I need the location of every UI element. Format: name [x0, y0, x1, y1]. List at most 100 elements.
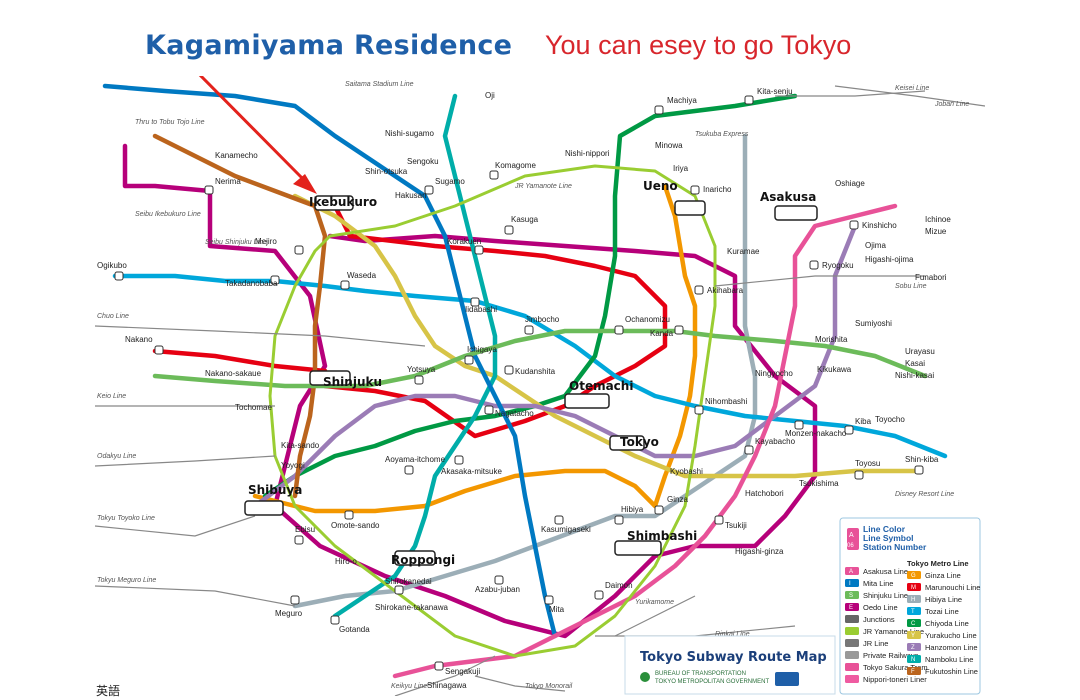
station-marker-kayabacho[interactable]	[744, 445, 754, 455]
station-box-tokyo[interactable]	[609, 435, 645, 451]
station-box-ueno[interactable]	[674, 200, 706, 216]
label-shin-kiba: Shin-kiba	[905, 455, 939, 464]
label-urayasu: Urayasu	[905, 347, 935, 356]
station-marker-ginza[interactable]	[654, 505, 664, 515]
label-omotesando: Omote-sando	[331, 521, 380, 530]
station-marker-hibiya[interactable]	[614, 515, 624, 525]
station-marker-omotesando[interactable]	[344, 510, 354, 520]
legend-label: Hanzomon Line	[925, 643, 978, 652]
station-marker-ochanomizu[interactable]	[614, 325, 624, 335]
tokyo-gov-emblem-icon	[640, 672, 650, 682]
residence-marker-arrow	[198, 76, 317, 194]
station-marker-akasaka-mitsuke[interactable]	[454, 455, 464, 465]
label-nakano: Nakano	[125, 335, 153, 344]
thru-seibu-ikebukuro: Seibu Ikebukuro Line	[135, 211, 201, 218]
station-box-asakusa[interactable]	[774, 205, 818, 221]
station-marker-kanda[interactable]	[674, 325, 684, 335]
station-marker-jimbocho[interactable]	[524, 325, 534, 335]
station-marker-shin-kiba[interactable]	[914, 465, 924, 475]
station-marker-aoyama-itchome[interactable]	[404, 465, 414, 475]
station-marker-machiya[interactable]	[654, 105, 664, 115]
major-station-labels: Ikebukuro Shinjuku Shibuya Roppongi Shim…	[248, 179, 816, 567]
station-marker-kudanshita[interactable]	[504, 365, 514, 375]
station-marker-mita[interactable]	[544, 595, 554, 605]
station-box-ikebukuro[interactable]	[314, 195, 354, 211]
subway-route-map[interactable]: Ikebukuro Shinjuku Shibuya Roppongi Shim…	[95, 76, 985, 696]
label-kikukawa: Kikukawa	[817, 365, 852, 374]
station-marker-ichigaya[interactable]	[464, 355, 474, 365]
station-marker-ogikubo[interactable]	[114, 271, 124, 281]
station-box-shibuya[interactable]	[244, 500, 284, 516]
station-marker-toyosu[interactable]	[854, 470, 864, 480]
label-higashi-ginza: Higashi-ginza	[735, 547, 784, 556]
station-marker-komagome[interactable]	[489, 170, 499, 180]
station-labels: Mejiro Takadanobaba Waseda Iidabashi Kor…	[97, 87, 951, 690]
station-marker-azabu-juban[interactable]	[494, 575, 504, 585]
station-marker-waseda[interactable]	[340, 280, 350, 290]
label-kyobashi: Kyobashi	[670, 467, 703, 476]
station-marker-daimon[interactable]	[594, 590, 604, 600]
line-tozai	[112, 273, 948, 459]
station-marker-takadanobaba[interactable]	[270, 275, 280, 285]
station-marker-mejiro[interactable]	[294, 245, 304, 255]
label-nishi-sugamo: Nishi-sugamo	[385, 129, 434, 138]
legend-code: T	[911, 609, 915, 615]
language-label: 英語	[96, 684, 121, 698]
station-marker-akihabara[interactable]	[694, 285, 704, 295]
line-yurikamome	[614, 595, 696, 637]
station-marker-nerima[interactable]	[204, 185, 214, 195]
station-box-shimbashi[interactable]	[614, 540, 662, 556]
line-yurakucho	[292, 193, 918, 479]
thru-keio: Keio Line	[97, 393, 126, 400]
station-marker-shirokane-takanawa[interactable]	[394, 585, 404, 595]
station-marker-korakuen[interactable]	[474, 245, 484, 255]
label-kuramae: Kuramae	[727, 247, 760, 256]
legend-code: G	[911, 573, 916, 579]
legend-swatch	[845, 663, 859, 671]
station-box-otemachi[interactable]	[564, 393, 610, 409]
station-marker-kita-senju[interactable]	[744, 95, 754, 105]
label-iriya: Iriya	[673, 164, 689, 173]
station-marker-yotsuya[interactable]	[414, 375, 424, 385]
thru-tobu-tojo: Thru to Tobu Tojo Line	[135, 119, 205, 126]
station-marker-nakano[interactable]	[154, 345, 164, 355]
station-marker-kasumigaseki[interactable]	[554, 515, 564, 525]
thru-tsukuba-express: Tsukuba Express	[695, 131, 749, 138]
station-marker-ryogoku[interactable]	[809, 260, 819, 270]
station-marker-nagatacho[interactable]	[484, 405, 494, 415]
station-marker-sengakuji[interactable]	[434, 661, 444, 671]
station-marker-sugamo[interactable]	[424, 185, 434, 195]
station-marker-nihombashi[interactable]	[694, 405, 704, 415]
legend-head-number: Station Number	[863, 542, 927, 552]
legend-head-symbol: Line Symbol	[863, 533, 914, 543]
station-marker-monzen-nakacho[interactable]	[794, 420, 804, 430]
legend-swatch	[845, 675, 859, 683]
label-oji: Oji	[485, 91, 495, 100]
line-ginza	[252, 183, 698, 514]
legend-swatch	[907, 583, 921, 591]
legend-sample-code: A	[849, 532, 854, 539]
station-box-shinjuku[interactable]	[309, 370, 351, 386]
station-marker-iidabashi[interactable]	[470, 297, 480, 307]
station-box-roppongi[interactable]	[394, 550, 436, 566]
legend-swatch	[907, 631, 921, 639]
station-marker-inaricho[interactable]	[690, 185, 700, 195]
station-marker-meguro[interactable]	[290, 595, 300, 605]
label-kita-senju: Kita-senju	[757, 87, 793, 96]
legend-swatch	[845, 639, 859, 647]
station-marker-ebisu[interactable]	[294, 535, 304, 545]
label-waseda: Waseda	[347, 271, 377, 280]
station-marker-tsukiji[interactable]	[714, 515, 724, 525]
legend-code: Y	[911, 633, 915, 639]
station-marker-gotanda[interactable]	[330, 615, 340, 625]
label-machiya: Machiya	[667, 96, 697, 105]
station-marker-kinshicho[interactable]	[849, 220, 859, 230]
station-marker-kiba[interactable]	[844, 425, 854, 435]
station-marker-kasuga[interactable]	[504, 225, 514, 235]
label-ichigaya: Ichigaya	[467, 345, 497, 354]
